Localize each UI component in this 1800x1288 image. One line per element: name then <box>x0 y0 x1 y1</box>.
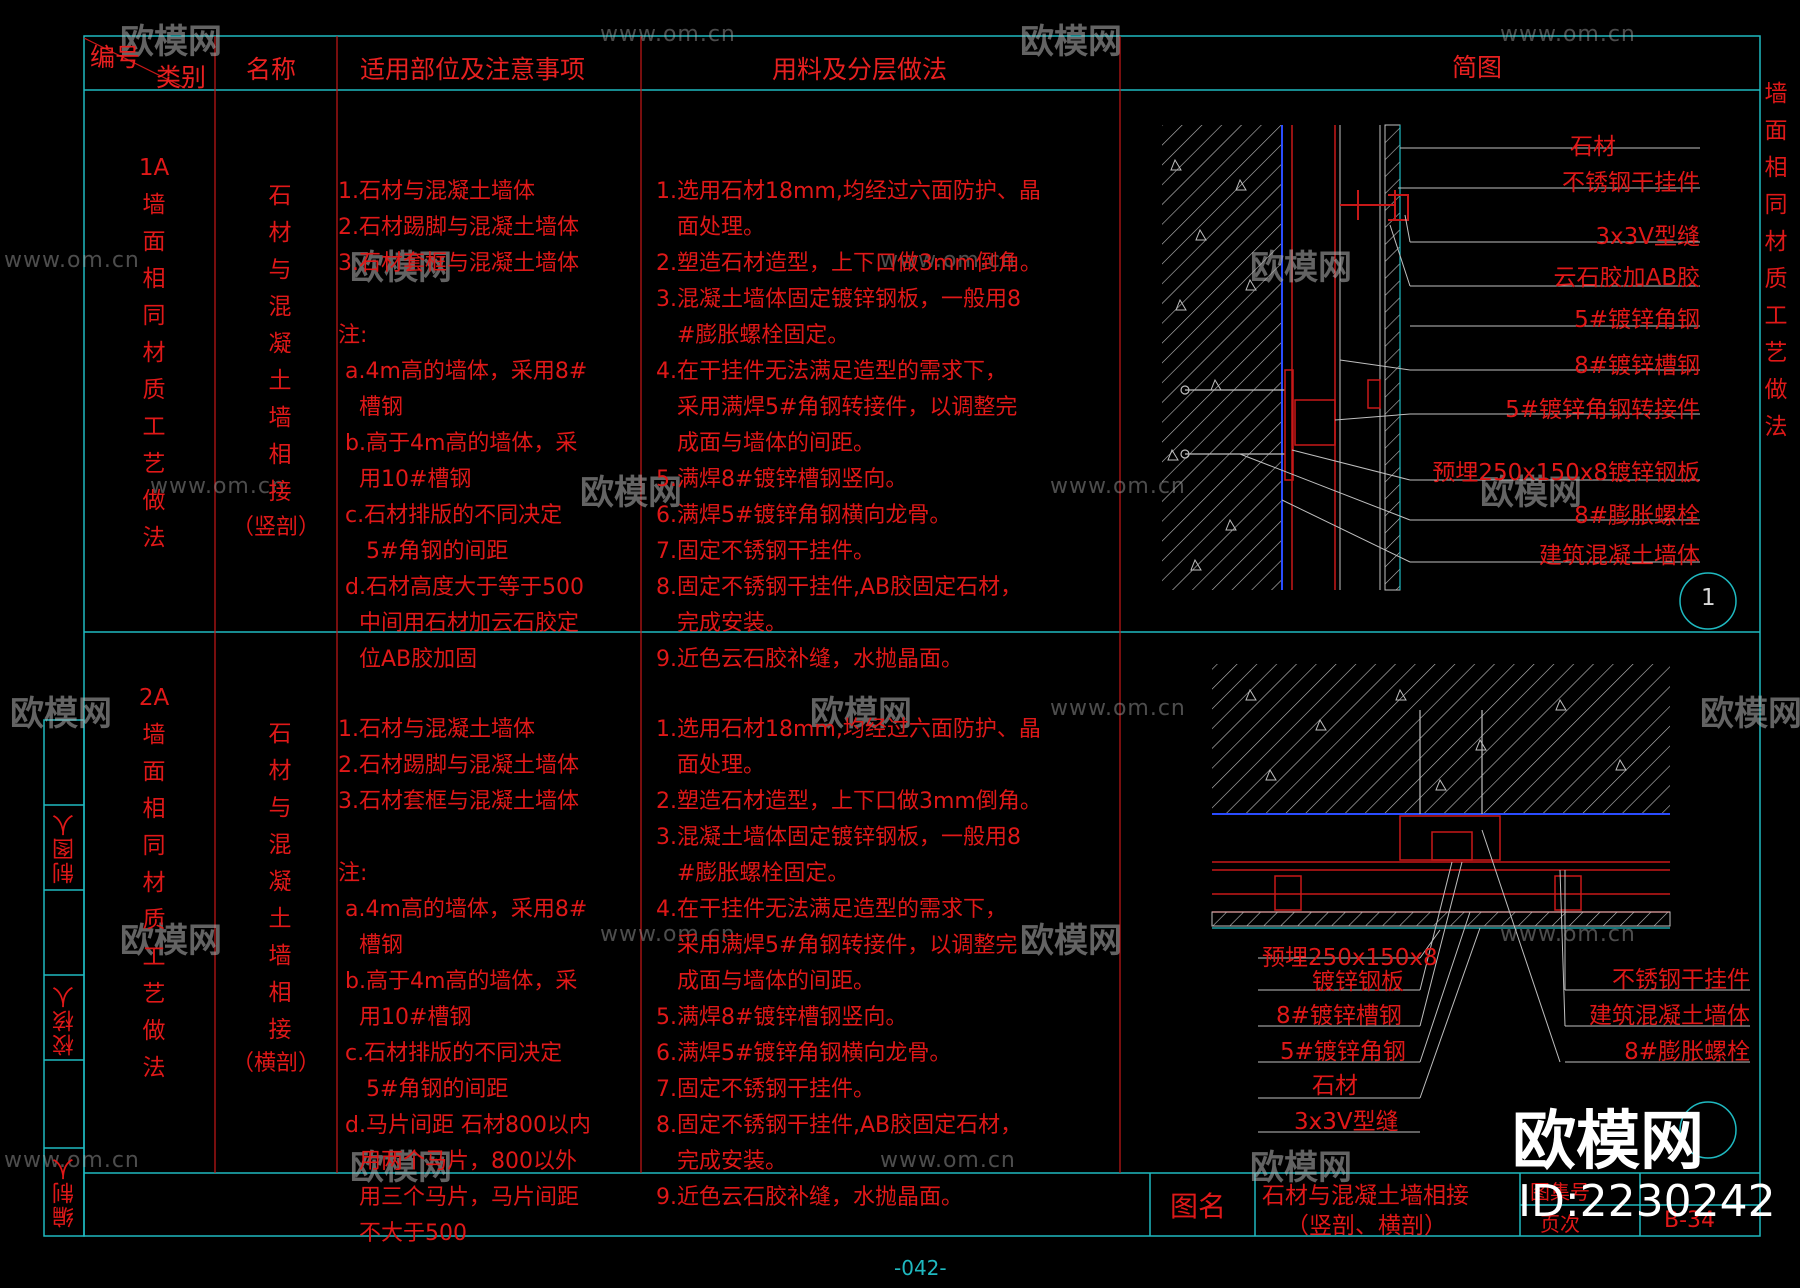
row1-label-adapter: 5#镀锌角钢转接件 <box>1505 397 1700 423</box>
page-number: -042- <box>894 1256 947 1280</box>
row1-label-embedded-plate: 预埋250x150x8镀锌钢板 <box>1432 460 1700 486</box>
watermark-url: www.om.cn <box>1500 922 1636 947</box>
row1-category: 墙面相同材质工艺做法 <box>142 192 166 551</box>
watermark-logo: 欧模网 <box>1020 22 1122 62</box>
row2-label-hanger: 不锈钢干挂件 <box>1612 967 1750 993</box>
watermark-url: www.om.cn <box>150 474 286 499</box>
title-block-title: 石材与混凝土墙相接 <box>1262 1183 1469 1209</box>
header-sketch: 简图 <box>1452 53 1503 82</box>
row2-label-bolt: 8#膨胀螺栓 <box>1624 1039 1750 1065</box>
header-no: 编号 <box>90 43 141 72</box>
row2-label-angle-steel: 5#镀锌角钢 <box>1280 1039 1406 1065</box>
watermark-url: www.om.cn <box>600 922 736 947</box>
row2-label-vjoint: 3x3V型缝 <box>1294 1109 1399 1135</box>
brand-logo: 欧模网 <box>1512 1105 1704 1179</box>
watermark-url: www.om.cn <box>1050 474 1186 499</box>
column-dividers <box>83 36 1121 1173</box>
watermark-url: www.om.cn <box>1500 22 1636 47</box>
watermark-url: www.om.cn <box>4 1148 140 1173</box>
row1-label-glue: 云石胶加AB胶 <box>1553 265 1700 291</box>
title-block-atlas-no: 图集号 <box>1530 1180 1590 1204</box>
watermark-logo: 欧模网 <box>10 694 112 734</box>
header-category: 类别 <box>156 63 207 92</box>
watermark-url: www.om.cn <box>4 248 140 273</box>
title-block-label: 图名 <box>1170 1190 1227 1223</box>
row1-label-vjoint: 3x3V型缝 <box>1595 224 1700 250</box>
watermark-logo: 欧模网 <box>120 22 222 62</box>
watermark-logo: 欧模网 <box>350 1148 452 1188</box>
title-block-page-label: 页次 <box>1540 1212 1580 1236</box>
watermark-logo: 欧模网 <box>120 921 222 961</box>
brand-id: ID:2230242 <box>1518 1176 1776 1227</box>
watermark-url: www.om.cn <box>880 248 1016 273</box>
strip-drafter: 制图人 <box>53 812 78 884</box>
header-method: 用料及分层做法 <box>772 55 948 84</box>
detail-1-vertical-section <box>1162 124 1737 630</box>
watermark-logo: 欧模网 <box>1700 694 1800 734</box>
watermark-logo: 欧模网 <box>1250 248 1352 288</box>
row2-label-stone: 石材 <box>1312 1073 1358 1099</box>
header-name: 名称 <box>246 55 297 84</box>
row1-label-stone: 石材 <box>1570 134 1616 160</box>
title-block-subtitle: （竖剖、横剖） <box>1286 1213 1447 1239</box>
row2-category: 墙面相同材质工艺做法 <box>142 722 166 1081</box>
row1-method: 1.选用石材18mm,均经过六面防护、晶 面处理。2.塑造石材造型，上下口做3m… <box>656 179 1042 672</box>
watermark-logo: 欧模网 <box>1480 473 1582 513</box>
strip-checker: 校核人 <box>53 984 78 1056</box>
watermark-logo: 欧模网 <box>810 694 912 734</box>
watermark-url: www.om.cn <box>600 22 736 47</box>
outer-frame <box>43 35 1761 1237</box>
row1-code: 1A <box>138 155 170 181</box>
row1-label-bolt: 8#膨胀螺栓 <box>1574 503 1700 529</box>
row2-method: 1.选用石材18mm,均经过六面防护、晶 面处理。2.塑造石材造型，上下口做3m… <box>656 717 1042 1210</box>
watermark-logo: 欧模网 <box>580 473 682 513</box>
watermark-url: www.om.cn <box>1050 696 1186 721</box>
row2-name-sub: （横剖） <box>232 1051 321 1076</box>
detail-2-horizontal-section <box>1211 664 1750 1159</box>
strip-author: 编制人 <box>53 1156 78 1228</box>
watermark-logo: 欧模网 <box>350 248 452 288</box>
row2-label-embedded-plate: 预埋250x150x8 <box>1262 945 1438 971</box>
watermark-logo: 欧模网 <box>1250 1148 1352 1188</box>
row1-label-concrete-wall: 建筑混凝土墙体 <box>1539 543 1700 569</box>
header-scope: 适用部位及注意事项 <box>360 55 586 84</box>
row2-name: 石材与混凝土墙相接 <box>268 721 292 1043</box>
title-block-page-code: B-34 <box>1664 1208 1716 1233</box>
watermark-logo: 欧模网 <box>1020 921 1122 961</box>
row2-label-channel-steel: 8#镀锌槽钢 <box>1276 1003 1402 1029</box>
row1-label-hanger: 不锈钢干挂件 <box>1562 170 1700 196</box>
row1-label-channel-steel: 8#镀锌槽钢 <box>1574 353 1700 379</box>
right-margin-title: 墙面相同材质工艺做法 <box>1764 81 1788 440</box>
row1-label-angle-steel: 5#镀锌角钢 <box>1574 307 1700 333</box>
detail-1-number: 1 <box>1701 585 1716 611</box>
row1-name: 石材与混凝土墙相接 <box>268 183 292 505</box>
row2-label-galvanized-plate: 镀锌钢板 <box>1312 969 1404 995</box>
row2-code: 2A <box>138 685 170 711</box>
row1-name-sub: （竖剖） <box>232 515 321 540</box>
row2-label-concrete-wall: 建筑混凝土墙体 <box>1589 1003 1750 1029</box>
watermark-url: www.om.cn <box>880 1148 1016 1173</box>
